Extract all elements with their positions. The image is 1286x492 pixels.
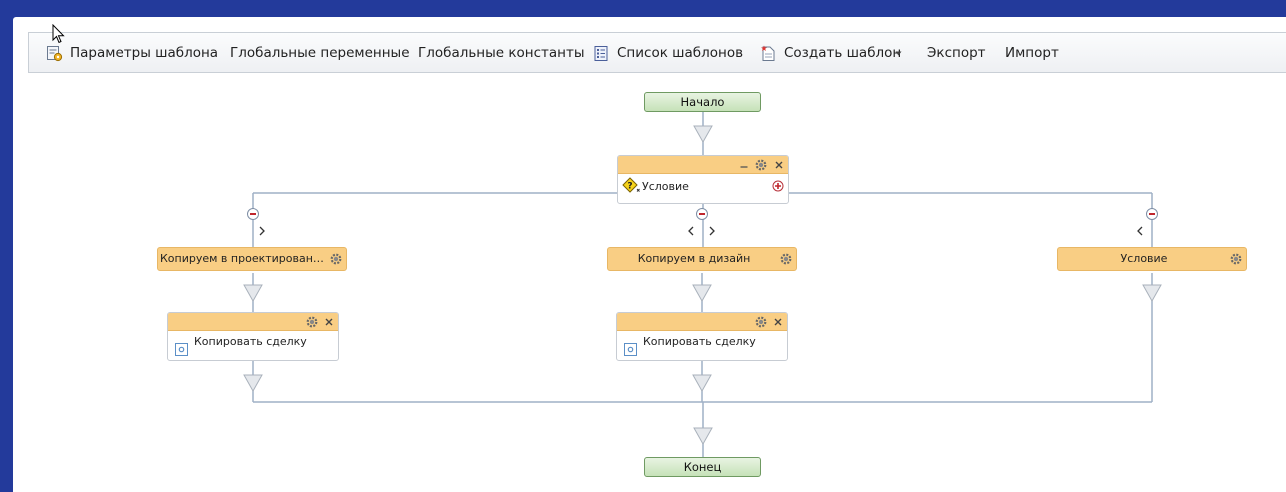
gear-icon[interactable] [1230, 253, 1242, 265]
global-constants-button[interactable]: Глобальные константы [418, 33, 585, 74]
remove-branch-icon[interactable] [1146, 208, 1158, 220]
move-right-icon[interactable] [259, 226, 265, 236]
block-header [617, 313, 787, 331]
gear-icon[interactable] [755, 316, 767, 328]
gear-icon[interactable] [780, 253, 792, 265]
create-template-label: Создать шаблон [784, 45, 902, 61]
move-left-icon[interactable] [1137, 226, 1143, 236]
flow-arrow-icon [693, 125, 713, 144]
close-icon[interactable] [324, 317, 334, 327]
condition-block[interactable]: ? Условие [617, 155, 789, 204]
branch-3-label: Условие [1120, 252, 1168, 265]
action-icon [175, 343, 188, 356]
flow-arrow-icon [692, 374, 712, 393]
list-icon [594, 46, 608, 61]
branch-3-bar[interactable]: Условие [1057, 247, 1247, 271]
branch-1-bar[interactable]: Копируем в проектирование е... [157, 247, 347, 271]
flow-connectors [243, 110, 1162, 458]
block-header [618, 156, 788, 174]
close-icon[interactable] [774, 160, 784, 170]
template-params-label: Параметры шаблона [70, 45, 219, 61]
flow-arrow-icon [692, 284, 712, 303]
export-button[interactable]: Экспорт [927, 33, 986, 74]
gear-icon[interactable] [755, 159, 767, 171]
import-label: Импорт [1005, 45, 1059, 61]
template-list-label: Список шаблонов [617, 45, 744, 61]
action-icon [624, 343, 637, 356]
toolbar: Параметры шаблона Глобальные переменные … [28, 32, 1286, 73]
global-variables-button[interactable]: Глобальные переменные [230, 33, 410, 74]
action-label: Копировать сделку [194, 335, 307, 348]
start-node[interactable]: Начало [644, 92, 761, 112]
flow-arrow-icon [243, 374, 263, 393]
close-icon[interactable] [773, 317, 783, 327]
flow-arrow-icon [1142, 284, 1162, 303]
import-button[interactable]: Импорт [1005, 33, 1059, 74]
mouse-cursor [52, 24, 65, 44]
end-node[interactable]: Конец [644, 457, 761, 477]
dropdown-caret-icon [895, 51, 902, 56]
add-branch-icon[interactable] [772, 180, 784, 192]
new-document-icon [761, 45, 775, 61]
move-left-icon[interactable] [688, 226, 694, 236]
workflow-editor-panel: Параметры шаблона Глобальные переменные … [13, 17, 1286, 492]
gear-icon[interactable] [306, 316, 318, 328]
branch-2-bar[interactable]: Копируем в дизайн [607, 247, 797, 271]
collapse-icon[interactable] [739, 160, 749, 170]
gear-icon[interactable] [330, 253, 342, 265]
branch-1-label: Копируем в проектирование е... [160, 252, 328, 265]
condition-icon: ? [622, 177, 640, 193]
block-header [168, 313, 338, 331]
flow-arrow-icon [693, 427, 713, 446]
remove-branch-icon[interactable] [247, 208, 259, 220]
remove-branch-icon[interactable] [696, 208, 708, 220]
end-label: Конец [683, 460, 722, 474]
settings-doc-icon [47, 46, 63, 62]
global-variables-label: Глобальные переменные [230, 45, 410, 61]
start-label: Начало [680, 95, 725, 109]
flow-arrow-icon [243, 284, 263, 303]
svg-text:?: ? [627, 182, 632, 192]
global-constants-label: Глобальные константы [418, 45, 585, 61]
action-label: Копировать сделку [643, 335, 756, 348]
copy-deal-block-2[interactable]: Копировать сделку [616, 312, 788, 361]
condition-label: Условие [642, 180, 689, 193]
export-label: Экспорт [927, 45, 986, 61]
move-right-icon[interactable] [709, 226, 715, 236]
copy-deal-block-1[interactable]: Копировать сделку [167, 312, 339, 361]
branch-2-label: Копируем в дизайн [637, 252, 751, 265]
